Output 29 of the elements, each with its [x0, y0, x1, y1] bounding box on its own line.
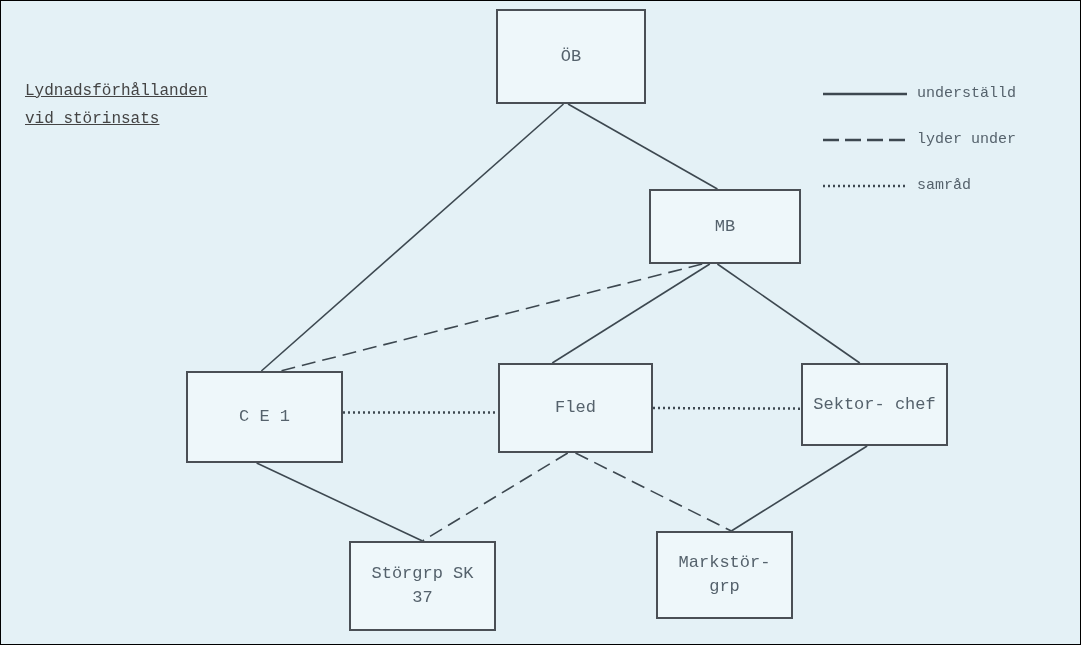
- connector-line: [279, 263, 703, 372]
- org-box: [496, 9, 646, 104]
- org-box: [801, 363, 948, 446]
- box-label: C E 1: [239, 406, 290, 428]
- diagram-title: Lydnadsförhållanden vid störinsats: [25, 81, 209, 130]
- org-box: [186, 371, 343, 463]
- box-label: Fled: [555, 397, 596, 419]
- connector-line: [255, 462, 424, 542]
- connector-line: [567, 103, 719, 190]
- connector-line: [343, 411, 498, 414]
- box-label: ÖB: [560, 45, 582, 68]
- box-label: MB: [714, 215, 736, 238]
- connector-line: [574, 452, 733, 532]
- connector-line: [730, 445, 868, 532]
- connector-line: [716, 263, 861, 364]
- org-box: [649, 189, 801, 264]
- box-label: Störgrp SK 37: [370, 563, 475, 609]
- org-box: [656, 531, 793, 619]
- connector-line: [260, 103, 565, 372]
- org-box: [349, 541, 496, 631]
- box-label: Markstör- grp: [677, 552, 772, 598]
- legend-label: lyder under: [917, 130, 1017, 150]
- connector-line: [551, 263, 711, 364]
- legend-label: underställd: [917, 84, 1017, 104]
- connector-line: [421, 452, 569, 542]
- connector-line: [653, 406, 801, 410]
- org-box: [498, 363, 653, 453]
- box-label: Sektor- chef: [813, 393, 936, 416]
- legend-label: samråd: [917, 176, 971, 196]
